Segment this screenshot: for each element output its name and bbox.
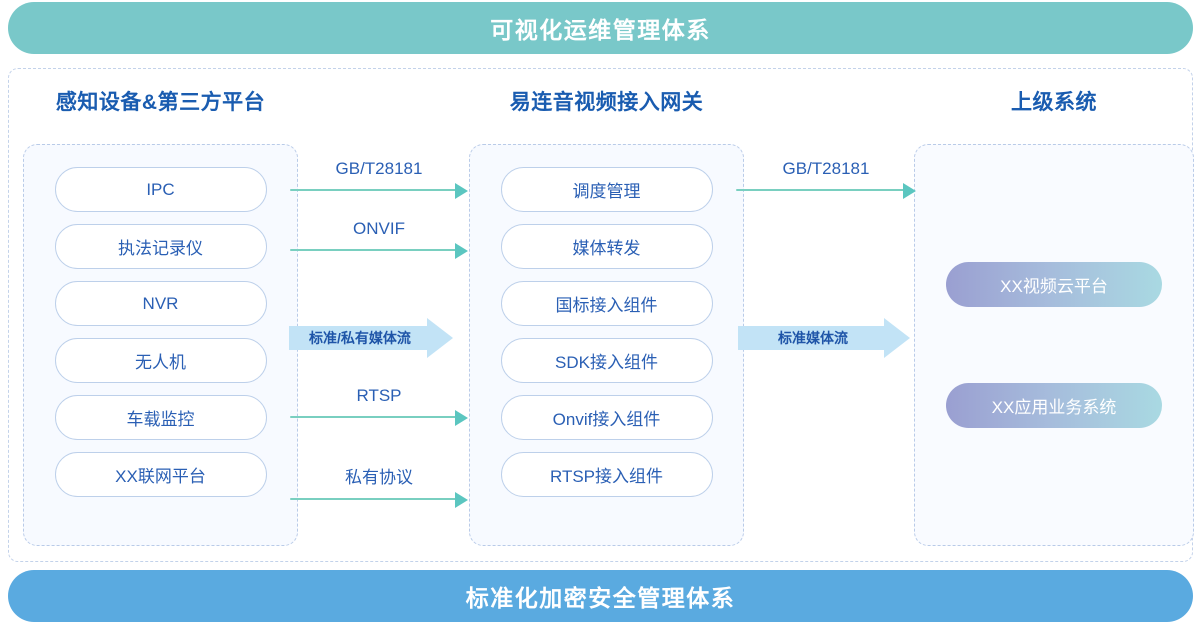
pill-label: 车载监控 xyxy=(126,410,195,429)
list-item[interactable]: 车载监控 xyxy=(54,395,267,440)
pill-label: Onvif接入组件 xyxy=(552,410,661,429)
connector-label: ONVIF xyxy=(353,219,405,238)
list-item[interactable]: XX联网平台 xyxy=(54,452,267,497)
list-item[interactable]: NVR xyxy=(54,281,267,326)
connector-private-protocol: 私有协议 xyxy=(290,468,468,512)
diagram-outer-frame: 感知设备&第三方平台 IPC 执法记录仪 NVR 无人机 车载监控 XX联网平台… xyxy=(8,68,1194,562)
arrow-head-icon xyxy=(455,182,468,199)
media-flow-arrow-right: 标准媒体流 xyxy=(738,318,910,358)
top-banner: 可视化运维管理体系 xyxy=(8,2,1193,54)
pill-label: SDK接入组件 xyxy=(555,353,658,372)
pill-label: 调度管理 xyxy=(572,182,641,201)
panel-sensing-devices: IPC 执法记录仪 NVR 无人机 车载监控 XX联网平台 xyxy=(23,144,298,546)
arrow-head-icon xyxy=(427,318,453,358)
panel-gateway: 调度管理 媒体转发 国标接入组件 SDK接入组件 Onvif接入组件 RTSP接… xyxy=(469,144,744,546)
arrow-head-icon xyxy=(455,242,468,259)
media-flow-label: 标准媒体流 xyxy=(778,330,848,346)
arrow-shaft xyxy=(289,326,427,350)
column-title-left: 感知设备&第三方平台 xyxy=(55,91,266,114)
pill-label: XX视频云平台 xyxy=(1000,277,1108,296)
arrow-head-icon xyxy=(903,182,916,199)
list-item[interactable]: RTSP接入组件 xyxy=(500,452,713,497)
list-item[interactable]: XX视频云平台 xyxy=(946,262,1162,307)
pill-label: 执法记录仪 xyxy=(118,239,203,258)
top-banner-label: 可视化运维管理体系 xyxy=(490,17,711,43)
arrow-head-icon xyxy=(455,409,468,426)
arrow-head-icon xyxy=(884,318,910,358)
connector-line xyxy=(290,189,456,192)
connector-line xyxy=(290,416,456,419)
pill-label: XX联网平台 xyxy=(115,467,206,486)
connector-rtsp: RTSP xyxy=(290,386,468,430)
list-item[interactable]: 国标接入组件 xyxy=(500,281,713,326)
pill-label: 媒体转发 xyxy=(572,239,641,258)
pill-label: XX应用业务系统 xyxy=(991,398,1117,417)
pill-label: NVR xyxy=(142,293,179,313)
pill-label: 国标接入组件 xyxy=(555,296,658,315)
connector-line xyxy=(290,249,456,252)
connector-gbt28181-left: GB/T28181 xyxy=(290,159,468,203)
connector-gbt28181-right: GB/T28181 xyxy=(736,159,916,203)
arrow-head-icon xyxy=(455,491,468,508)
list-item[interactable]: Onvif接入组件 xyxy=(500,395,713,440)
media-flow-arrow-left: 标准/私有媒体流 xyxy=(289,318,453,358)
arrow-shaft xyxy=(738,326,884,350)
list-item[interactable]: SDK接入组件 xyxy=(500,338,713,383)
column-title-middle: 易连音视频接入网关 xyxy=(509,91,704,114)
list-item[interactable]: IPC xyxy=(54,167,267,212)
panel-upper-system: XX视频云平台 XX应用业务系统 xyxy=(914,144,1194,546)
list-item[interactable]: 执法记录仪 xyxy=(54,224,267,269)
connector-line xyxy=(290,498,456,501)
pill-label: RTSP接入组件 xyxy=(549,467,664,486)
connector-line xyxy=(736,189,904,192)
pill-label: IPC xyxy=(146,179,175,199)
list-item[interactable]: 媒体转发 xyxy=(500,224,713,269)
pill-label: 无人机 xyxy=(135,353,186,372)
connector-label: GB/T28181 xyxy=(782,159,870,178)
connector-label: 私有协议 xyxy=(345,468,413,487)
connector-label: RTSP xyxy=(356,386,402,405)
bottom-banner-label: 标准化加密安全管理体系 xyxy=(465,585,736,611)
bottom-banner: 标准化加密安全管理体系 xyxy=(8,570,1193,622)
connector-label: GB/T28181 xyxy=(335,159,423,178)
list-item[interactable]: XX应用业务系统 xyxy=(946,383,1162,428)
list-item[interactable]: 调度管理 xyxy=(500,167,713,212)
list-item[interactable]: 无人机 xyxy=(54,338,267,383)
media-flow-label: 标准/私有媒体流 xyxy=(309,330,411,346)
connector-onvif: ONVIF xyxy=(290,219,468,263)
column-title-right: 上级系统 xyxy=(1011,91,1097,114)
